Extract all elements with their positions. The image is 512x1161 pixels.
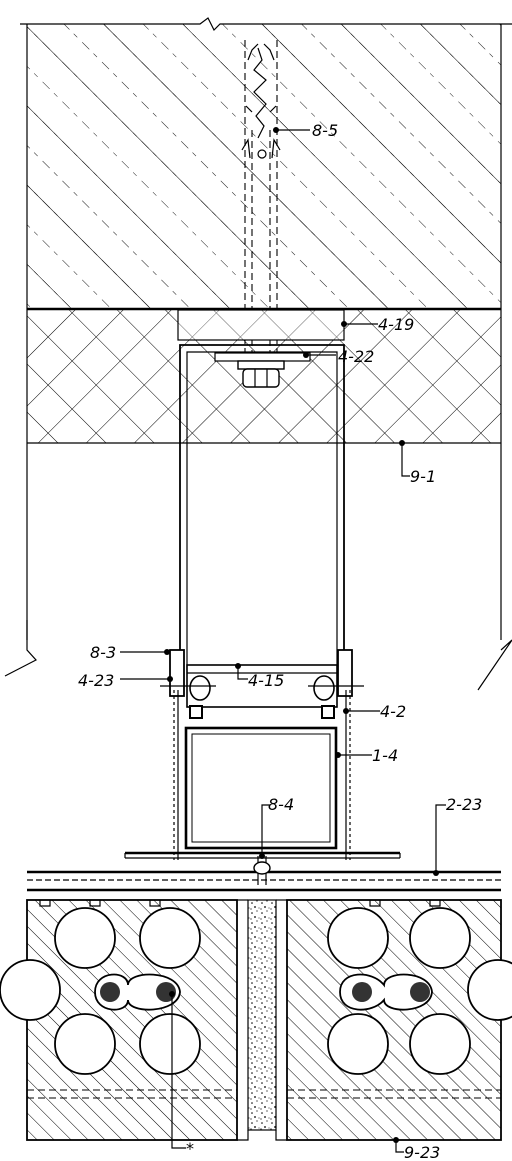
callout-8-4: 8-4 — [259, 795, 294, 859]
base-plate — [27, 856, 501, 892]
callout-8-5: 8-5 — [273, 121, 338, 140]
label-1-4: 1-4 — [372, 746, 398, 765]
label-4-15: 4-15 — [248, 671, 284, 690]
callout-9-23: 9-23 — [393, 1137, 440, 1161]
callout-star: * — [169, 991, 194, 1158]
hollow-core-slab-right — [286, 899, 512, 1141]
label-star: * — [186, 1139, 194, 1158]
callout-4-2: 4-2 — [343, 702, 406, 721]
label-9-1: 9-1 — [410, 467, 436, 486]
label-8-5: 8-5 — [312, 121, 338, 140]
label-8-4: 8-4 — [268, 795, 294, 814]
steel-bracket — [177, 309, 345, 670]
break-lines — [4, 620, 512, 691]
hollow-core-slab-left — [0, 899, 238, 1141]
label-9-23: 9-23 — [404, 1143, 440, 1161]
label-4-19: 4-19 — [378, 315, 414, 334]
callout-8-3: 8-3 — [90, 643, 170, 662]
callout-1-4: 1-4 — [335, 746, 398, 765]
callout-2-23: 2-23 — [433, 795, 482, 876]
label-2-23: 2-23 — [446, 795, 482, 814]
label-4-2: 4-2 — [380, 702, 406, 721]
callout-4-23: 4-23 — [78, 671, 173, 690]
square-tube — [124, 726, 401, 859]
callout-9-1: 9-1 — [399, 440, 436, 486]
callout-4-15: 4-15 — [235, 663, 284, 690]
callout-4-19: 4-19 — [341, 315, 414, 334]
connector-profile — [160, 649, 364, 860]
label-4-22: 4-22 — [338, 347, 374, 366]
label-8-3: 8-3 — [90, 643, 116, 662]
concrete-base — [20, 17, 512, 309]
joint-grout — [237, 899, 287, 1141]
label-4-23: 4-23 — [78, 671, 114, 690]
callout-4-22: 4-22 — [303, 347, 374, 366]
